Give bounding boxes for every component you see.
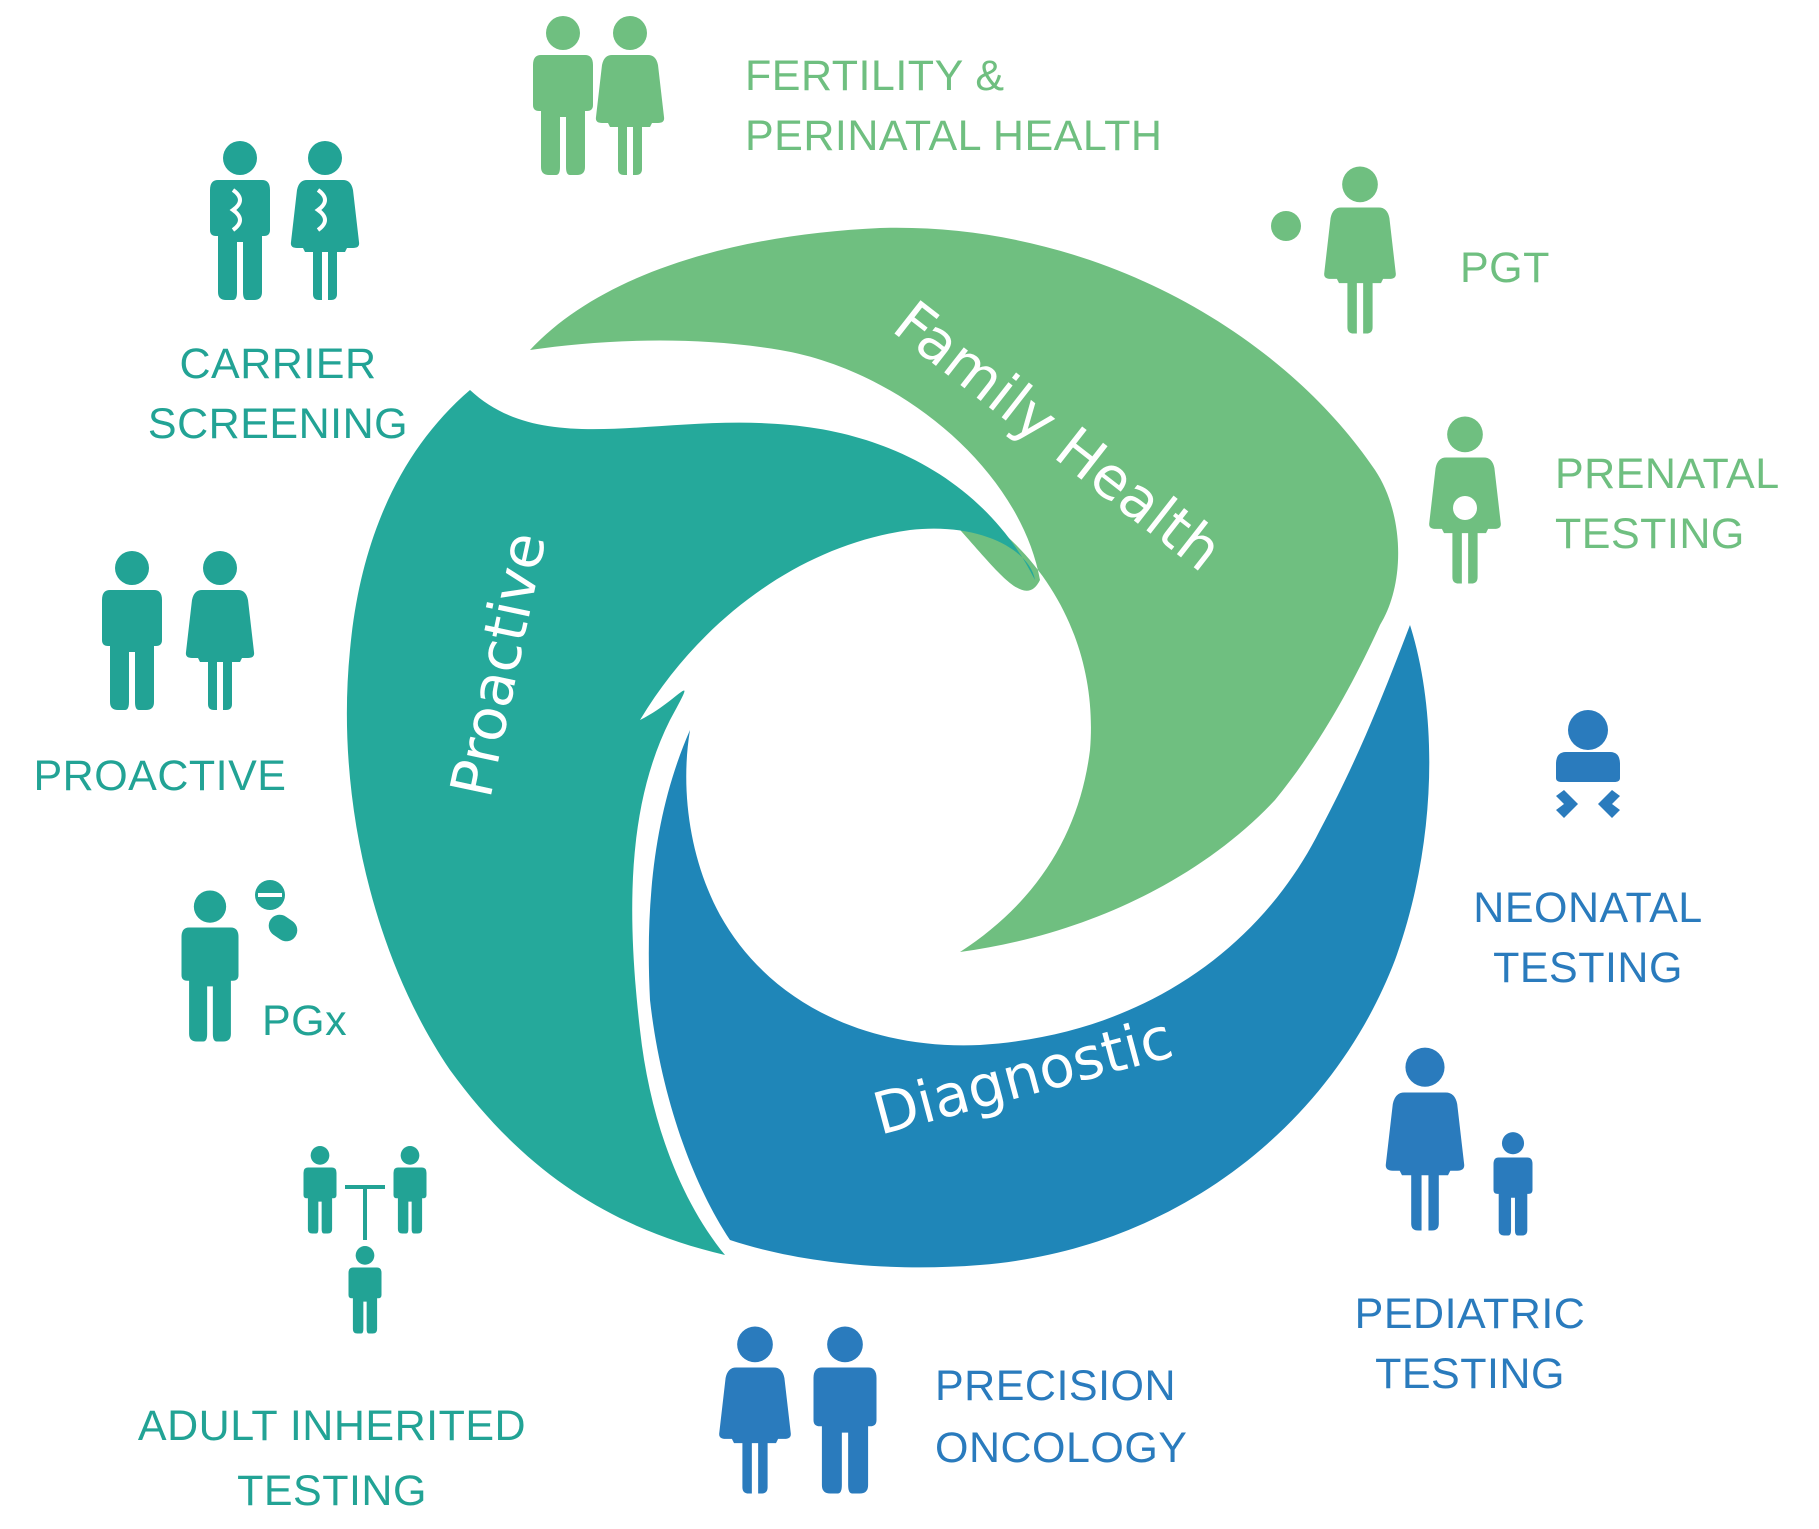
woman-embryo-icon [1271,166,1396,334]
proactive-label: PROACTIVE [34,752,287,800]
pediatric-label-line1: PEDIATRIC [1355,1290,1586,1338]
family-tree-icon [303,1146,427,1334]
prenatal-label-line2: TESTING [1555,510,1745,558]
prenatal-label-line1: PRENATAL [1555,450,1780,498]
neonatal-label-line1: NEONATAL [1473,884,1702,932]
parent-child-icon [1385,1047,1533,1236]
pgx-label: PGx [262,997,347,1045]
proactive-segment [346,390,1035,1255]
couple-dna-icon [210,141,360,300]
person-pills-icon [181,880,298,1042]
family-health-segment [530,227,1399,952]
couple-icon [533,16,665,175]
diagnostic-segment [648,625,1430,1268]
pregnant-woman-icon [1429,416,1501,584]
adult-inherited-label-line1: ADULT INHERITED [138,1402,526,1450]
carrier-label-line2: SCREENING [148,400,408,448]
carrier-label-line1: CARRIER [179,340,376,388]
pgt-label: PGT [1460,244,1550,292]
couple-icon [102,551,255,710]
adult-inherited-label-line2: TESTING [237,1467,427,1515]
oncology-label-line2: ONCOLOGY [935,1424,1188,1472]
fertility-label-line1: FERTILITY & [745,52,1005,100]
neonatal-label-line2: TESTING [1493,944,1683,992]
doctor-patient-icon [719,1326,877,1494]
baby-icon [1556,710,1620,818]
pediatric-label-line2: TESTING [1375,1350,1565,1398]
fertility-label-line2: PERINATAL HEALTH [745,112,1162,160]
oncology-label-line1: PRECISION [935,1362,1176,1410]
